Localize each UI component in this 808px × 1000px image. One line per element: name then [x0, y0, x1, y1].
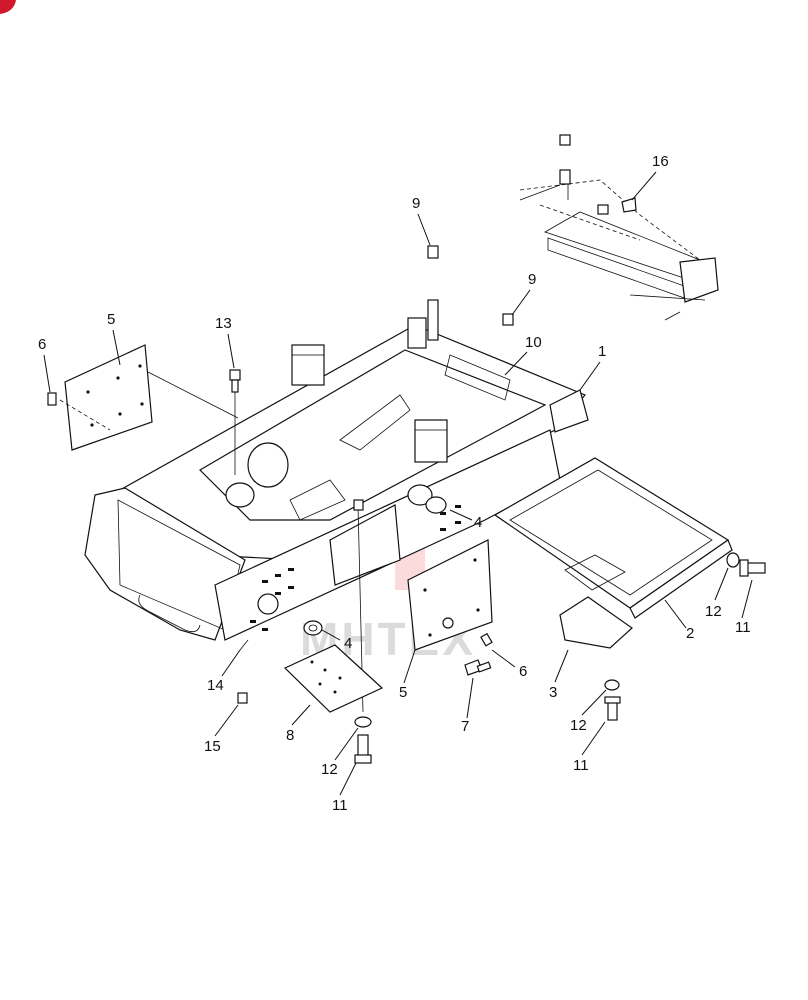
washer-12-right: [726, 552, 740, 568]
washer-12-lower: [604, 679, 620, 691]
callout-11a: 11: [332, 797, 348, 814]
screw-6-center: [480, 632, 493, 647]
side-panel-upper: [329, 504, 401, 586]
callout-1: 1: [598, 343, 606, 360]
callout-12c: 12: [570, 717, 587, 734]
callout-10: 10: [525, 334, 542, 351]
callout-4a: 4: [474, 514, 482, 531]
end-cap: [549, 389, 589, 433]
callout-4b: 4: [344, 635, 352, 652]
side-panel-left: [64, 344, 153, 451]
cover-plate-3: [559, 596, 633, 649]
bolt-11-lower: [604, 696, 621, 721]
callout-6b: 6: [519, 663, 527, 680]
callout-7: 7: [461, 718, 469, 735]
bolt-11-right: [739, 559, 766, 577]
callout-5a: 5: [107, 311, 115, 328]
callout-15: 15: [204, 738, 221, 755]
main-frame: [84, 299, 589, 641]
callout-5b: 5: [399, 684, 407, 701]
callout-16: 16: [652, 153, 669, 170]
floor-plate: [493, 457, 733, 619]
side-panel-center: [407, 539, 493, 651]
callout-9a: 9: [412, 195, 420, 212]
screw-6-left: [47, 392, 57, 406]
callout-3: 3: [549, 684, 557, 701]
bolt-7: [464, 659, 492, 676]
callout-6a: 6: [38, 336, 46, 353]
callout-12a: 12: [321, 761, 338, 778]
callout-8: 8: [286, 727, 294, 744]
washer-4: [303, 620, 323, 636]
callout-12b: 12: [705, 603, 722, 620]
callout-11c: 11: [573, 757, 589, 774]
bolt-11-center: [354, 734, 372, 764]
callout-11b: 11: [735, 619, 751, 636]
insert-9-right: [502, 313, 514, 326]
bolt-13: [229, 369, 241, 475]
callouts: 1 2 3 4 4 5 5 6 6 7 8 9 9 10 11 11 11: [38, 153, 753, 814]
detail-view: [519, 134, 719, 321]
washer-12-center: [354, 716, 372, 728]
callout-14: 14: [207, 677, 224, 694]
callout-9b: 9: [528, 271, 536, 288]
insert-9-top: [427, 245, 439, 259]
pin-15: [237, 692, 248, 704]
callout-2: 2: [686, 625, 694, 642]
callout-13: 13: [215, 315, 232, 332]
pad-8: [283, 644, 384, 713]
corner-badge: [0, 0, 16, 14]
